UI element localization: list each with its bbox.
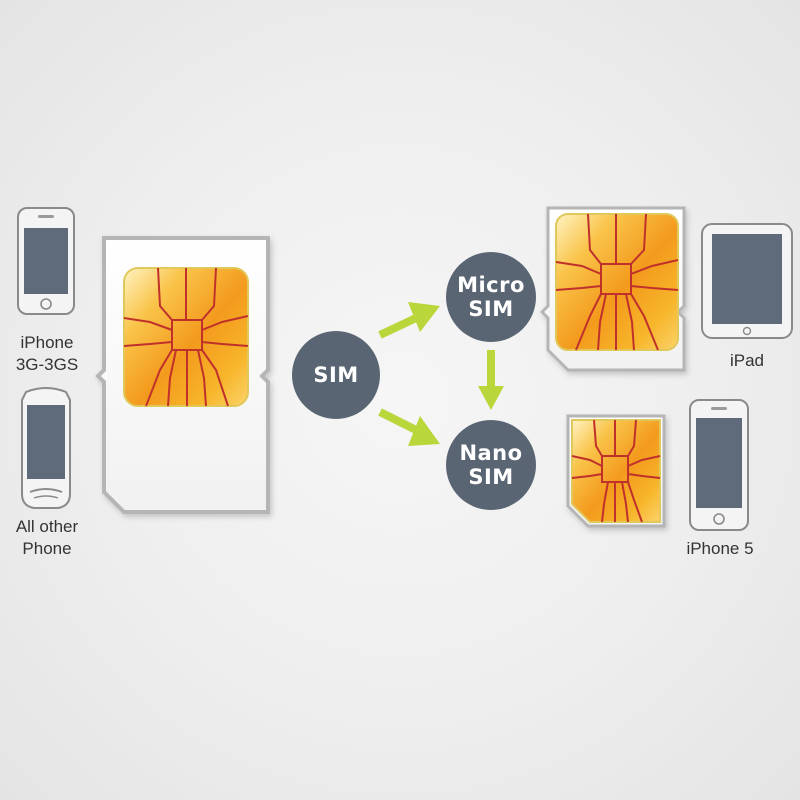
other-phone-label: All other Phone (15, 517, 79, 558)
ipad-label: iPad (729, 351, 765, 370)
other-phone-icon (21, 387, 71, 509)
arrows (378, 302, 504, 446)
nano-sim-node: Nano SIM (446, 420, 536, 510)
micro-sim-node-label: Micro SIM (457, 273, 525, 321)
arrow-sim-to-micro (378, 302, 440, 339)
iphone-5-label: iPhone 5 (686, 539, 754, 558)
nano-sim-card (566, 414, 666, 528)
micro-sim-chip (555, 213, 679, 351)
sim-node: SIM (292, 331, 380, 419)
arrow-micro-to-nano (478, 350, 504, 410)
standard-sim-chip (123, 267, 249, 407)
standard-sim-card (95, 236, 270, 514)
ipad-icon (701, 223, 793, 339)
micro-sim-node: Micro SIM (446, 252, 536, 342)
iphone-3g-icon (17, 207, 75, 315)
iphone-3g-label: iPhone 3G-3GS (15, 333, 79, 374)
iphone-5-icon (689, 399, 749, 531)
nano-sim-node-label: Nano SIM (459, 441, 523, 489)
micro-sim-card (539, 206, 686, 372)
nano-sim-chip (571, 419, 661, 523)
sim-node-label: SIM (313, 363, 359, 387)
arrow-sim-to-nano (378, 408, 440, 446)
